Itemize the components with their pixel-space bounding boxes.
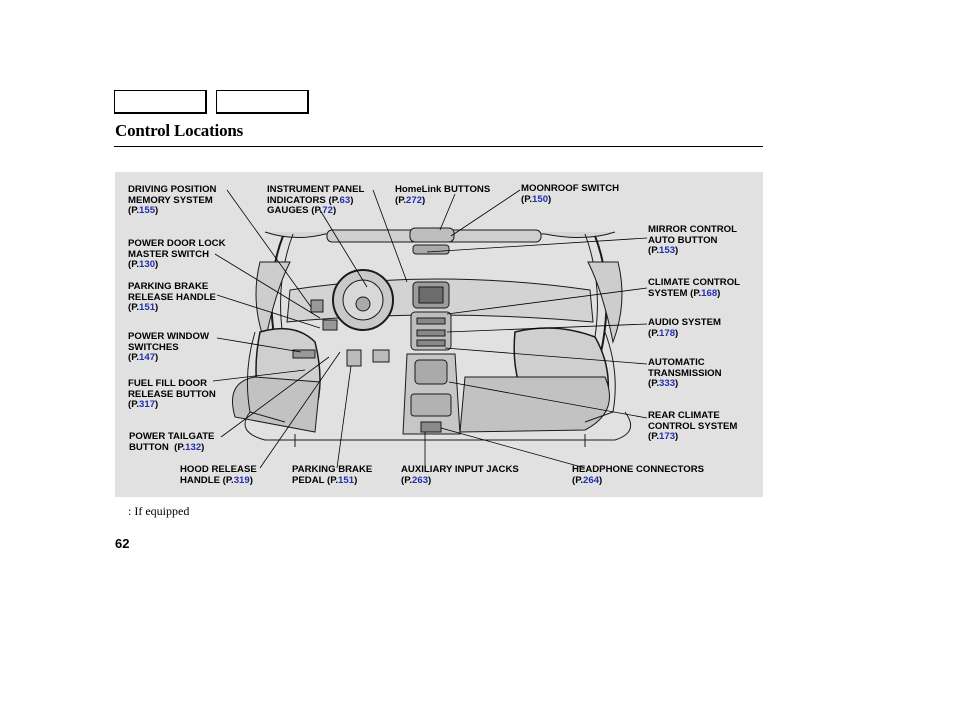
car-interior-illustration (212, 189, 648, 469)
page-ref-link[interactable]: 147 (139, 352, 156, 364)
page-ref-link[interactable]: 155 (139, 205, 156, 217)
page-title: Control Locations (115, 121, 244, 140)
callout-hood-release: HOOD RELEASE HANDLE (P.319) (180, 464, 257, 486)
page-ref-link[interactable]: 132 (185, 441, 202, 453)
page-ref-link[interactable]: 263 (412, 474, 429, 486)
callout-audio-system: AUDIO SYSTEM (P.178) (648, 317, 722, 339)
if-equipped-footnote: : If equipped (128, 504, 190, 518)
page-ref-link[interactable]: 333 (659, 378, 676, 390)
callout-homelink: HomeLink BUTTONS (P.272) (395, 184, 491, 206)
page-ref-link[interactable]: 151 (139, 302, 156, 314)
page-ref-link[interactable]: 272 (406, 194, 423, 206)
page-ref-link[interactable]: 63 (339, 194, 351, 206)
page-ref-link[interactable]: 150 (532, 193, 549, 205)
page-ref-link[interactable]: 153 (659, 245, 676, 257)
nav-tab-2[interactable] (216, 90, 309, 114)
page-ref-link[interactable]: 319 (233, 474, 250, 486)
callout-auxiliary-input-jacks: AUXILIARY INPUT JACKS (P.263) (401, 464, 519, 486)
page-ref-link[interactable]: 72 (322, 205, 333, 217)
page-ref-link[interactable]: 317 (139, 399, 156, 411)
page-ref-link[interactable]: 151 (338, 474, 355, 486)
callout-moonroof: MOONROOF SWITCH (P.150) (521, 183, 620, 205)
page-ref-link[interactable]: 130 (139, 259, 156, 271)
page-ref-link[interactable]: 173 (659, 431, 676, 443)
page-ref-link[interactable]: 168 (701, 287, 718, 299)
page-number: 62 (115, 536, 130, 551)
callout-climate-control: CLIMATE CONTROL SYSTEM (P.168) (648, 277, 741, 299)
callout-parking-brake-pedal: PARKING BRAKE PEDAL (P.151) (292, 464, 373, 486)
callout-instrument-panel: INSTRUMENT PANEL INDICATORS (P.63) GAUGE… (267, 184, 365, 217)
page-ref-link[interactable]: 264 (583, 474, 600, 486)
callout-headphone-connectors: HEADPHONE CONNECTORS (P.264) (572, 464, 705, 486)
page-ref-link[interactable]: 178 (659, 327, 676, 339)
title-rule (114, 146, 763, 147)
callout-power-tailgate: POWER TAILGATE BUTTON (P.132) (129, 431, 215, 453)
nav-tab-1[interactable] (114, 90, 207, 114)
